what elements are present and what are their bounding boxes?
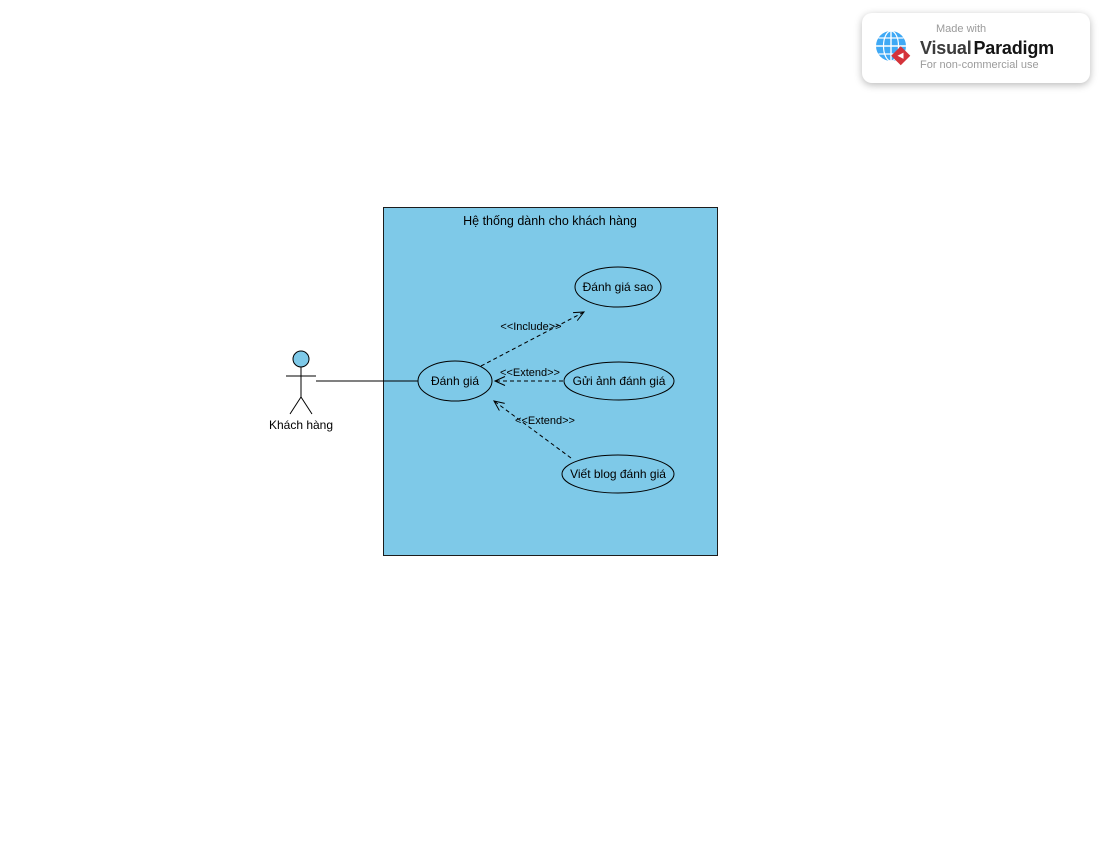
actor-khach-hang: Khách hàng [269,350,333,432]
use-case-danh-gia-sao: Đánh giá sao [574,266,662,308]
use-case-danh-gia-label: Đánh giá [431,374,479,388]
brand-paradigm: Paradigm [973,37,1055,58]
license-label: For non-commercial use [920,59,1039,72]
actor-leg-right [300,396,313,415]
actor-head [292,350,310,368]
include-label: <<Include>> [500,321,561,333]
use-case-viet-blog-danh-gia-label: Viết blog đánh giá [570,467,666,481]
system-boundary-title: Hệ thống dành cho khách hàng [463,214,637,228]
use-case-gui-anh-danh-gia-label: Gửi ảnh đánh giá [573,374,666,388]
extend-connector-viet-blog [493,400,572,459]
use-case-viet-blog-danh-gia: Viết blog đánh giá [561,454,675,494]
use-case-danh-gia-shape [417,360,493,402]
use-case-gui-anh-danh-gia: Gửi ảnh đánh giá [563,361,675,401]
visual-paradigm-logo-icon [876,30,911,66]
made-with-label: Made with [936,23,987,35]
extend-label-viet-blog: <<Extend>> [515,415,575,427]
use-case-gui-anh-danh-gia-shape [563,361,675,401]
actor-label: Khách hàng [269,418,333,432]
include-connector [480,311,586,367]
extend-label-gui-anh: <<Extend>> [500,367,560,379]
brand-visual: Visual [920,37,972,58]
use-case-danh-gia-sao-shape [574,266,662,308]
use-case-danh-gia: Đánh giá [417,360,493,402]
use-case-danh-gia-sao-label: Đánh giá sao [583,280,654,294]
use-case-viet-blog-danh-gia-shape [561,454,675,494]
actor-leg-left [289,396,302,415]
